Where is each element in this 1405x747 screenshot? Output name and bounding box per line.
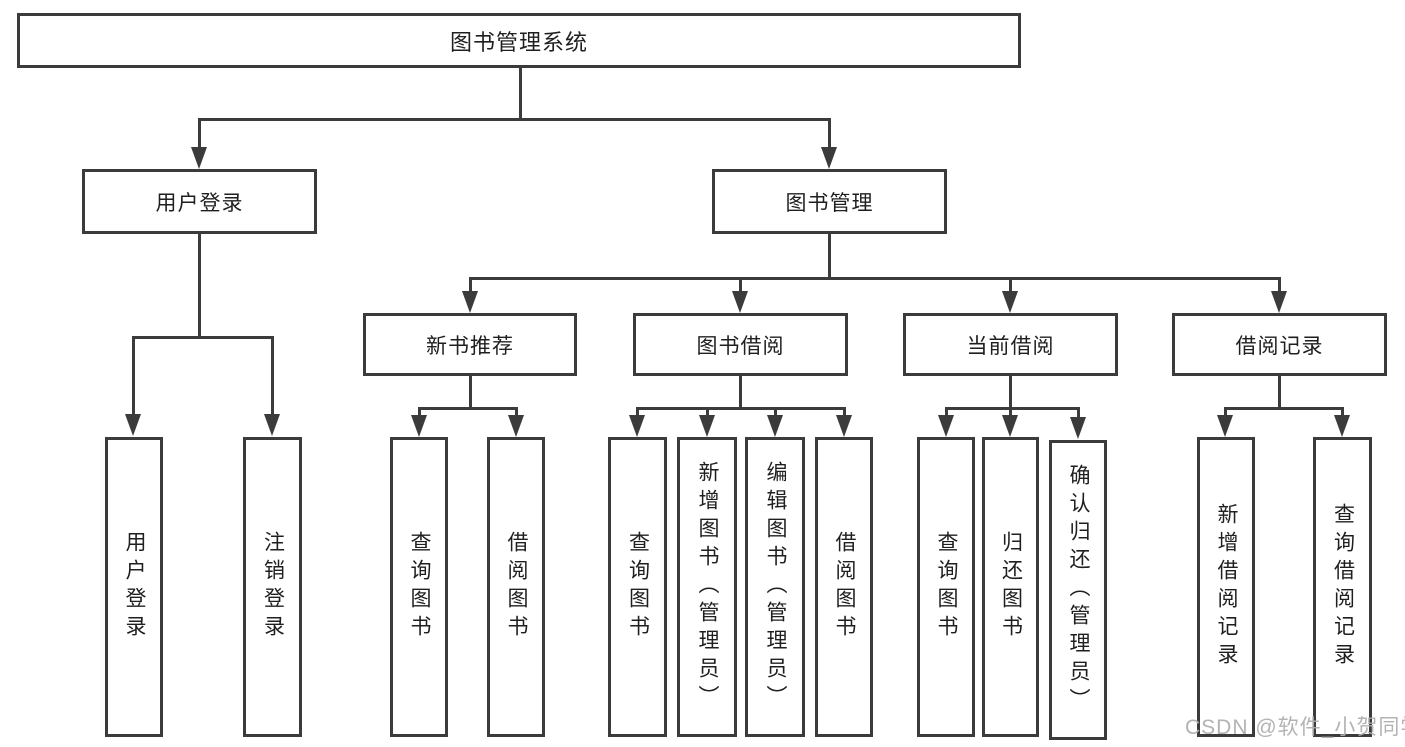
arrowhead-current (1002, 291, 1018, 313)
connector-stem-borrow-recommend (515, 407, 518, 417)
leaf-add-book-admin: 新增图书（管理员） (677, 437, 737, 737)
leaf-return-books: 归还图书 (982, 437, 1039, 737)
arrowhead-records (1271, 291, 1287, 313)
node-current-borrowing: 当前借阅 (903, 313, 1118, 376)
connector-stem-borrowing (739, 277, 742, 293)
connector-recommend-drop (469, 376, 472, 409)
connector-stem-return (1009, 407, 1012, 417)
arrowhead-return (1002, 415, 1018, 437)
connector-stem-user-login (198, 118, 201, 150)
arrowhead-borrow-book (836, 415, 852, 437)
connector-userlogin-drop (198, 234, 201, 339)
connector-stem-leaf-userlogin (132, 336, 135, 416)
connector-records-drop (1278, 376, 1281, 409)
connector-stem-recommend (469, 277, 472, 293)
connector-borrowing-split (636, 407, 846, 410)
connector-stem-borrow-book (843, 407, 846, 417)
node-book-management: 图书管理 (712, 169, 947, 234)
arrowhead-add-record (1217, 415, 1233, 437)
arrowhead-query-current (938, 415, 954, 437)
connector-stem-add-book (706, 407, 709, 417)
arrowhead-add-book (699, 415, 715, 437)
arrowhead-leaf-userlogin (125, 414, 141, 436)
leaf-query-books-borrowing: 查询图书 (608, 437, 667, 737)
connector-userlogin-split (132, 336, 274, 339)
connector-stem-book-mgmt (828, 118, 831, 150)
node-book-borrowing: 图书借阅 (633, 313, 848, 376)
connector-stem-add-record (1224, 407, 1227, 417)
arrowhead-book-mgmt (821, 147, 837, 169)
connector-bookmgmt-drop (828, 234, 831, 280)
arrowhead-user-login (191, 147, 207, 169)
arrowhead-query-recommend (411, 415, 427, 437)
connector-stem-leaf-logout (271, 336, 274, 416)
connector-stem-query-record (1341, 407, 1344, 417)
node-borrowing-records: 借阅记录 (1172, 313, 1387, 376)
connector-stem-current (1009, 277, 1012, 293)
arrowhead-query-record (1334, 415, 1350, 437)
arrowhead-leaf-logout (264, 414, 280, 436)
connector-recommend-split (418, 407, 518, 410)
leaf-user-login: 用户登录 (105, 437, 163, 737)
leaf-query-books-current: 查询图书 (917, 437, 975, 737)
node-new-book-recommend: 新书推荐 (363, 313, 577, 376)
connector-current-split (945, 407, 1080, 410)
node-user-login: 用户登录 (82, 169, 317, 234)
connector-stem-confirm-return (1077, 407, 1080, 417)
arrowhead-borrowing (732, 291, 748, 313)
arrowhead-recommend (462, 291, 478, 313)
connector-stem-query-recommend (418, 407, 421, 417)
connector-stem-records (1278, 277, 1281, 293)
connector-stem-query-borrowing (636, 407, 639, 417)
arrowhead-query-borrowing (629, 415, 645, 437)
leaf-edit-book-admin: 编辑图书（管理员） (745, 437, 805, 737)
csdn-watermark: CSDN @软件_小贺同学 (1185, 716, 1405, 739)
node-root-library-system: 图书管理系统 (17, 13, 1021, 68)
leaf-query-books-recommend: 查询图书 (390, 437, 448, 737)
arrowhead-borrow-recommend (508, 415, 524, 437)
leaf-confirm-return-admin: 确认归还（管理员） (1049, 440, 1107, 740)
leaf-add-borrow-record: 新增借阅记录 (1197, 437, 1255, 737)
connector-records-split (1224, 407, 1344, 410)
leaf-logout-login: 注销登录 (243, 437, 302, 737)
connector-bookmgmt-split (469, 277, 1281, 280)
connector-borrowing-drop (739, 376, 742, 409)
connector-stem-query-current (945, 407, 948, 417)
connector-stem-edit-book (774, 407, 777, 417)
connector-current-drop (1009, 376, 1012, 409)
leaf-query-borrow-record: 查询借阅记录 (1313, 437, 1372, 737)
leaf-borrow-books: 借阅图书 (815, 437, 873, 737)
arrowhead-confirm-return (1070, 417, 1086, 439)
connector-root-drop (519, 68, 522, 120)
leaf-borrow-books-recommend: 借阅图书 (487, 437, 545, 737)
connector-root-split (198, 118, 831, 121)
arrowhead-edit-book (767, 415, 783, 437)
